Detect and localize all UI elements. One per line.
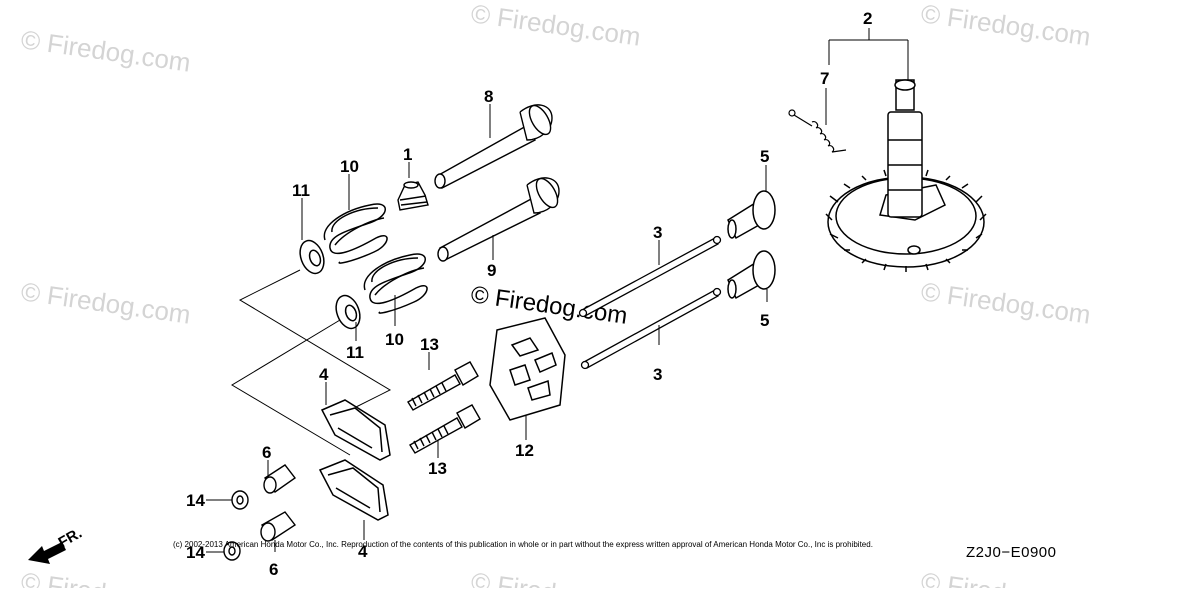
callout-1: 1 bbox=[403, 145, 412, 164]
callout-10: 10 bbox=[340, 157, 359, 176]
pushrod-lower bbox=[580, 287, 722, 370]
valve-upper bbox=[434, 104, 553, 189]
watermark: © Firedog.com bbox=[919, 0, 1092, 52]
pushrod-guide-plate bbox=[489, 317, 566, 421]
callout-8: 8 bbox=[484, 87, 493, 106]
pushrod-upper bbox=[578, 235, 722, 318]
rocker-arm-lower bbox=[318, 459, 389, 521]
callout-5: 5 bbox=[760, 147, 769, 166]
callout-3: 3 bbox=[653, 365, 662, 384]
callout-3: 3 bbox=[653, 223, 662, 242]
valve-lifter-lower bbox=[727, 250, 776, 300]
watermark: © Firedog.com bbox=[469, 0, 642, 52]
spring-retainer-lower bbox=[335, 294, 361, 330]
spring-retainer-upper bbox=[299, 239, 325, 275]
callout-14: 14 bbox=[186, 491, 205, 510]
callout-6: 6 bbox=[262, 443, 271, 462]
part-callouts: 2 7 8 1 10 11 5 3 9 5 3 10 11 13 4 13 12… bbox=[186, 9, 872, 579]
valve-spring-lower bbox=[363, 253, 428, 314]
callout-4: 4 bbox=[319, 365, 329, 384]
callout-11: 11 bbox=[292, 181, 310, 200]
callout-5: 5 bbox=[760, 311, 769, 330]
callout-7: 7 bbox=[820, 69, 829, 88]
callout-14: 14 bbox=[186, 543, 205, 562]
callout-11: 11 bbox=[346, 343, 364, 362]
callout-12: 12 bbox=[515, 441, 534, 460]
decompressor-spring bbox=[788, 109, 847, 153]
camshaft-gear bbox=[825, 79, 987, 272]
callout-2: 2 bbox=[863, 9, 872, 28]
copyright-notice: (c) 2002-2013 American Honda Motor Co., … bbox=[173, 540, 873, 549]
callout-10: 10 bbox=[385, 330, 404, 349]
pivot-bolt-lower bbox=[409, 404, 481, 454]
watermark: © Firedog.com bbox=[919, 276, 1092, 329]
callout-13: 13 bbox=[420, 335, 439, 354]
watermark: © Firedog.com bbox=[19, 566, 192, 588]
callout-leaders bbox=[206, 28, 909, 553]
callout-6: 6 bbox=[269, 560, 278, 579]
lock-nut-upper bbox=[231, 490, 249, 510]
valve-spring-upper bbox=[323, 203, 388, 264]
valve-lower bbox=[437, 177, 560, 262]
watermark: © Firedog.com bbox=[919, 566, 1092, 588]
watermark: © Firedog.com bbox=[469, 566, 642, 588]
diagram-code: Z2J0−E0900 bbox=[966, 544, 1056, 561]
rocker-pivot-upper bbox=[263, 464, 297, 494]
rocker-pivot-lower bbox=[260, 511, 297, 542]
watermark: © Firedog.com bbox=[19, 24, 192, 77]
valve-stem-seal bbox=[397, 181, 429, 211]
callout-4: 4 bbox=[358, 542, 368, 561]
pivot-bolt-upper bbox=[407, 361, 479, 411]
leader-outlines bbox=[231, 269, 392, 456]
valve-lifter-upper bbox=[727, 190, 776, 240]
direction-arrow-icon bbox=[28, 542, 66, 564]
callout-13: 13 bbox=[428, 459, 447, 478]
watermarks: © Firedog.com © Firedog.com © Firedog.co… bbox=[19, 0, 1092, 593]
watermark: © Firedog.com bbox=[19, 276, 192, 329]
front-direction-indicator: FR. bbox=[28, 525, 85, 564]
callout-9: 9 bbox=[487, 261, 496, 280]
rocker-arm-upper bbox=[320, 399, 391, 461]
lock-nut-lower bbox=[223, 541, 241, 561]
